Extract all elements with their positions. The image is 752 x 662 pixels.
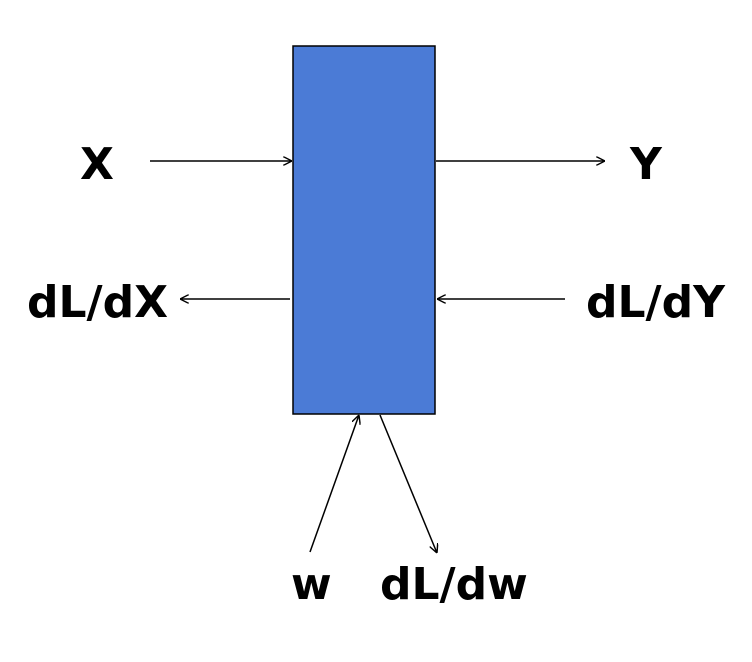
label-dl-dy: dL/dY: [586, 277, 725, 328]
label-x: X: [80, 139, 114, 190]
layer-block: [292, 45, 436, 415]
label-w: w: [291, 559, 332, 610]
label-y: Y: [630, 139, 662, 190]
label-dl-dx: dL/dX: [27, 277, 169, 328]
grad-dw-arrow: [379, 414, 437, 553]
weight-w-arrow: [309, 415, 359, 553]
label-dl-dw: dL/dw: [380, 559, 528, 610]
